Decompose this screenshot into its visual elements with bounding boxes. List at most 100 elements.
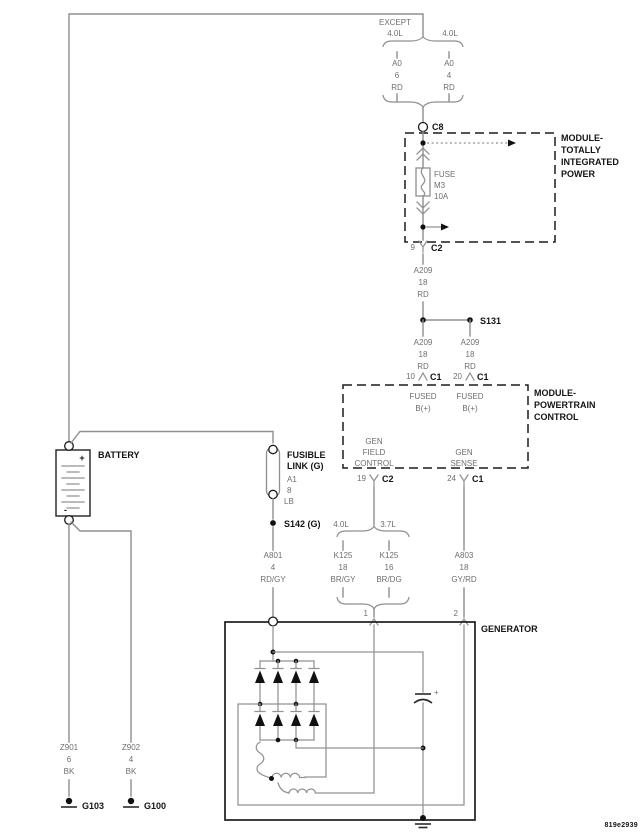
tipm-title-2: TOTALLY <box>561 145 601 155</box>
bridge-to-node-wire <box>295 739 424 749</box>
fuse-id: M3 <box>434 181 446 190</box>
gen-sense-2: SENSE <box>450 459 477 468</box>
generator: GENERATOR + <box>224 616 538 829</box>
k125-right-gauge: 16 <box>385 563 394 572</box>
generator-pin-2: 2 <box>454 609 459 618</box>
figure-id: 819e2939 <box>604 822 638 829</box>
stator-winding-coil <box>255 741 272 779</box>
a209-code: A209 <box>414 266 433 275</box>
fusible-link-bottom-terminal <box>268 489 278 500</box>
a801-color: RD/GY <box>260 575 286 584</box>
battery-plus: + <box>79 453 84 463</box>
gen-field-1: GEN <box>365 437 383 446</box>
k125-right-code: K125 <box>380 551 399 560</box>
generator-ground-dot <box>420 815 426 821</box>
except-engine-label: 4.0L <box>387 29 403 38</box>
wire-a801: A801 4 RD/GY <box>260 526 286 618</box>
a801-gauge: 4 <box>271 563 276 572</box>
splice-dot <box>270 520 276 526</box>
chevron-up-icon <box>416 153 430 161</box>
a209-color: RD <box>464 362 476 371</box>
pcm-conn-c1: C1 <box>472 474 484 484</box>
s131-label: S131 <box>480 316 501 326</box>
fusible-link-label-1: FUSIBLE <box>287 450 326 460</box>
tipm-exit-pin: 9 <box>411 243 416 252</box>
generator-bplus-terminal <box>267 616 279 627</box>
z902-gauge: 4 <box>129 755 134 764</box>
tipm-title-1: MODULE- <box>561 133 603 143</box>
capacitor-plate-curved <box>413 698 433 704</box>
connector-arrow-icon <box>459 617 469 626</box>
ground-z901: Z901 6 BK G103 <box>60 523 104 811</box>
wire-a209-branch-right: A209 18 RD 20 C1 <box>453 319 489 382</box>
wire-a0-left-gauge: 6 <box>395 71 400 80</box>
generator-pin-1: 1 <box>364 609 369 618</box>
battery-positive-terminal <box>64 441 74 451</box>
splice-s142: S142 (G) <box>270 498 321 529</box>
a209-code: A209 <box>414 338 433 347</box>
a803-color: GY/RD <box>451 575 477 584</box>
pcm-fused-label2: B(+) <box>415 404 431 413</box>
fuse-element-curve <box>420 167 426 197</box>
pcm-conn-c1: C1 <box>430 372 442 382</box>
connector-fork-icon <box>418 371 428 381</box>
pcm-pin-20: 20 <box>453 372 462 381</box>
battery-symbol: + - BATTERY <box>55 441 140 525</box>
field-winding-lead <box>277 782 290 794</box>
ground-dot <box>65 797 73 805</box>
a803-code: A803 <box>455 551 474 560</box>
wire-battery-to-top-run <box>68 13 424 443</box>
ground-dot <box>127 797 135 805</box>
tipm-title-4: POWER <box>561 169 596 179</box>
diode-bridge <box>254 660 320 743</box>
fusible-link-label-2: LINK (G) <box>287 461 324 471</box>
tipm-junction-dot-bottom <box>420 224 426 230</box>
wire-a0-left-color: RD <box>391 83 403 92</box>
except-label: EXCEPT <box>379 18 411 27</box>
fusible-link-body <box>265 446 281 498</box>
tipm-title-3: INTEGRATED <box>561 157 619 167</box>
wire-a209-main: A209 18 RD <box>414 253 433 321</box>
fusible-wire-gauge: 8 <box>287 486 292 495</box>
a209-color: RD <box>417 362 429 371</box>
gen-sense-1: GEN <box>455 448 473 457</box>
right-engine-label: 4.0L <box>442 29 458 38</box>
pcm-fused-label: FUSED <box>456 392 483 401</box>
battery-label: BATTERY <box>98 450 140 460</box>
right-arrow-head <box>441 223 449 231</box>
tipm-exit-connector: C2 <box>431 243 443 253</box>
tipm-box <box>404 132 556 243</box>
fuse-symbol <box>415 167 431 197</box>
connector-fork-icon <box>418 240 428 253</box>
wire-a0-right-color: RD <box>443 83 455 92</box>
pcm-exit-pins: 19 C2 24 C1 <box>357 474 484 489</box>
tipm-junction-dot-top <box>420 140 426 146</box>
a209-gauge: 18 <box>419 278 428 287</box>
gen-field-3: CONTROL <box>354 459 394 468</box>
connector-c8: C8 <box>417 121 444 133</box>
module-pcm: MODULE- POWERTRAIN CONTROL FUSED B(+) FU… <box>342 384 596 469</box>
a803-gauge: 18 <box>460 563 469 572</box>
connector-fork-icon <box>369 474 379 489</box>
capacitor-plus: + <box>434 688 439 697</box>
z902-code: Z902 <box>122 743 141 752</box>
c8-terminal-circle <box>417 121 429 133</box>
field-winding-coil <box>288 624 375 794</box>
a209-gauge: 18 <box>419 350 428 359</box>
generator-box <box>224 621 476 821</box>
pcm-pin-24: 24 <box>447 474 456 483</box>
a801-code: A801 <box>264 551 283 560</box>
splice-s131: S131 <box>420 316 501 326</box>
pcm-title-1: MODULE- <box>534 388 576 398</box>
z901-color: BK <box>64 767 75 776</box>
wire-a0-right-code: A0 <box>444 59 454 68</box>
engine-option-split-top: EXCEPT 4.0L 4.0L A0 6 RD A0 4 RD <box>379 18 464 123</box>
fusible-link-top-terminal <box>268 444 278 455</box>
wire-a803: A803 18 GY/RD 2 <box>451 487 477 626</box>
phase-return-wire <box>304 703 327 778</box>
stator-star-point <box>269 776 274 781</box>
connector-fork-icon <box>465 371 475 381</box>
module-tipm: MODULE- TOTALLY INTEGRATED POWER FUSE M3… <box>404 130 619 253</box>
internal-loop-wire <box>237 624 465 806</box>
